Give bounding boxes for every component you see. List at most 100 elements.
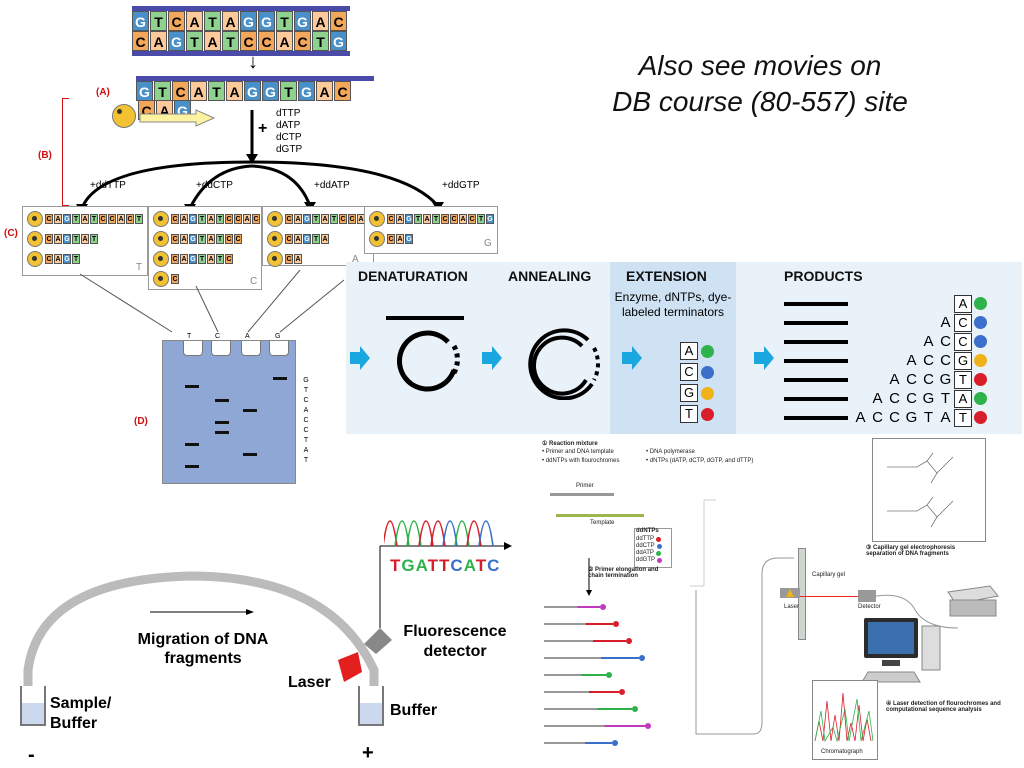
product-base: A: [940, 409, 951, 426]
fragment-bar: [544, 605, 600, 608]
dna-base: G: [168, 31, 185, 51]
dna-base: C: [294, 31, 311, 51]
fragment-base: A: [396, 234, 404, 244]
sequence-base: C: [450, 556, 464, 575]
gel-readout-base: A: [303, 447, 309, 454]
ddgtp-label: +ddGTP: [442, 180, 480, 191]
product-bar: [784, 339, 848, 344]
legend-title: ddNTPs: [636, 528, 659, 534]
sample-label: Sample/ Buffer: [50, 695, 112, 732]
detector-leader: [379, 542, 512, 628]
fragment-bar: [544, 690, 619, 693]
dna-base: C: [330, 11, 347, 31]
dna-base: C: [334, 81, 351, 101]
dna-base: G: [258, 11, 275, 31]
fragment-base: C: [441, 214, 449, 224]
sequence-readout: TGATTCATC: [390, 556, 500, 576]
buffer-tube: [358, 686, 384, 726]
product-terminal-base: A: [954, 294, 972, 313]
product-dye-icon: [974, 392, 987, 405]
fragment-base: T: [477, 214, 485, 224]
terminator-dye-icon: [701, 407, 714, 421]
ddatp-label: +ddATP: [314, 180, 350, 191]
fragment-dye-icon: [619, 688, 625, 695]
radioactive-icon: [27, 231, 43, 247]
fragment-base: C: [252, 214, 260, 224]
fragment-base: C: [285, 214, 293, 224]
dna-base: G: [244, 81, 261, 101]
fragment-base: T: [414, 214, 422, 224]
fragment-line: [544, 700, 651, 717]
dna-base: G: [136, 81, 153, 101]
fragment-base: G: [486, 214, 494, 224]
fragment-bar: [544, 724, 645, 727]
fragment-list: [544, 598, 651, 751]
fragment-base: T: [72, 214, 80, 224]
gel-readout-base: C: [303, 427, 309, 434]
fragment-base: C: [45, 254, 53, 264]
fragment-base: A: [207, 254, 215, 264]
fragment-line: [544, 598, 651, 615]
fragment-base: C: [45, 214, 53, 224]
ddntp-legend: [634, 528, 672, 568]
gel-lane-t: T: [187, 333, 192, 340]
radioactive-icon: [267, 251, 283, 267]
dntp-item: dCTP: [276, 132, 302, 143]
fragment-bar: [544, 707, 632, 710]
fragment-base: C: [171, 274, 179, 284]
terminator-base: T: [680, 405, 698, 423]
fragment-base: C: [171, 214, 179, 224]
panel-corner-a: A: [352, 254, 359, 265]
fragment-base: T: [90, 234, 98, 244]
gel-readout-base: A: [303, 407, 309, 414]
fragment-base: A: [180, 234, 188, 244]
fragment-dye-icon: [613, 620, 619, 627]
fragment-base: T: [72, 254, 80, 264]
capillary-arc: [23, 571, 379, 700]
fragment-line: [544, 632, 651, 649]
fragment-line: [544, 615, 651, 632]
fragment-base: C: [450, 214, 458, 224]
fragment-base: C: [339, 214, 347, 224]
fragment-base: G: [63, 234, 71, 244]
product-base: A: [923, 333, 934, 350]
fragment-dye-icon: [606, 671, 612, 678]
radioactive-icon: [369, 231, 385, 247]
movies-note: Also see movies on DB course (80-557) si…: [560, 48, 960, 120]
gel-lane-c: C: [215, 333, 221, 340]
legend-dot-icon: [656, 544, 662, 549]
product-base: G: [939, 371, 952, 388]
fragment-base: C: [387, 214, 395, 224]
product-row: A: [784, 294, 987, 313]
arrow-icon: [350, 346, 370, 370]
fragment-base: C: [108, 214, 116, 224]
step1-item-1: • Primer and DNA template: [542, 449, 614, 455]
chromatograph-peaks: [814, 692, 874, 743]
arrow-icon: [482, 346, 502, 370]
dna-base: T: [222, 31, 239, 51]
fragment-base: A: [294, 234, 302, 244]
sequence-base: T: [427, 556, 440, 575]
dna-base: A: [226, 81, 243, 101]
product-base: T: [940, 390, 951, 407]
primer-arrow-icon: [139, 109, 216, 127]
radioactive-icon: [153, 231, 169, 247]
chromatograph-box: Chromatograph: [812, 680, 878, 760]
fragment-line: [544, 717, 651, 734]
product-base: C: [872, 409, 883, 426]
gel-lane-a: A: [245, 333, 250, 340]
fragment-base: G: [189, 254, 197, 264]
fragment-base: G: [189, 214, 197, 224]
dna-base: G: [132, 11, 149, 31]
product-terminal-base: C: [954, 313, 972, 332]
